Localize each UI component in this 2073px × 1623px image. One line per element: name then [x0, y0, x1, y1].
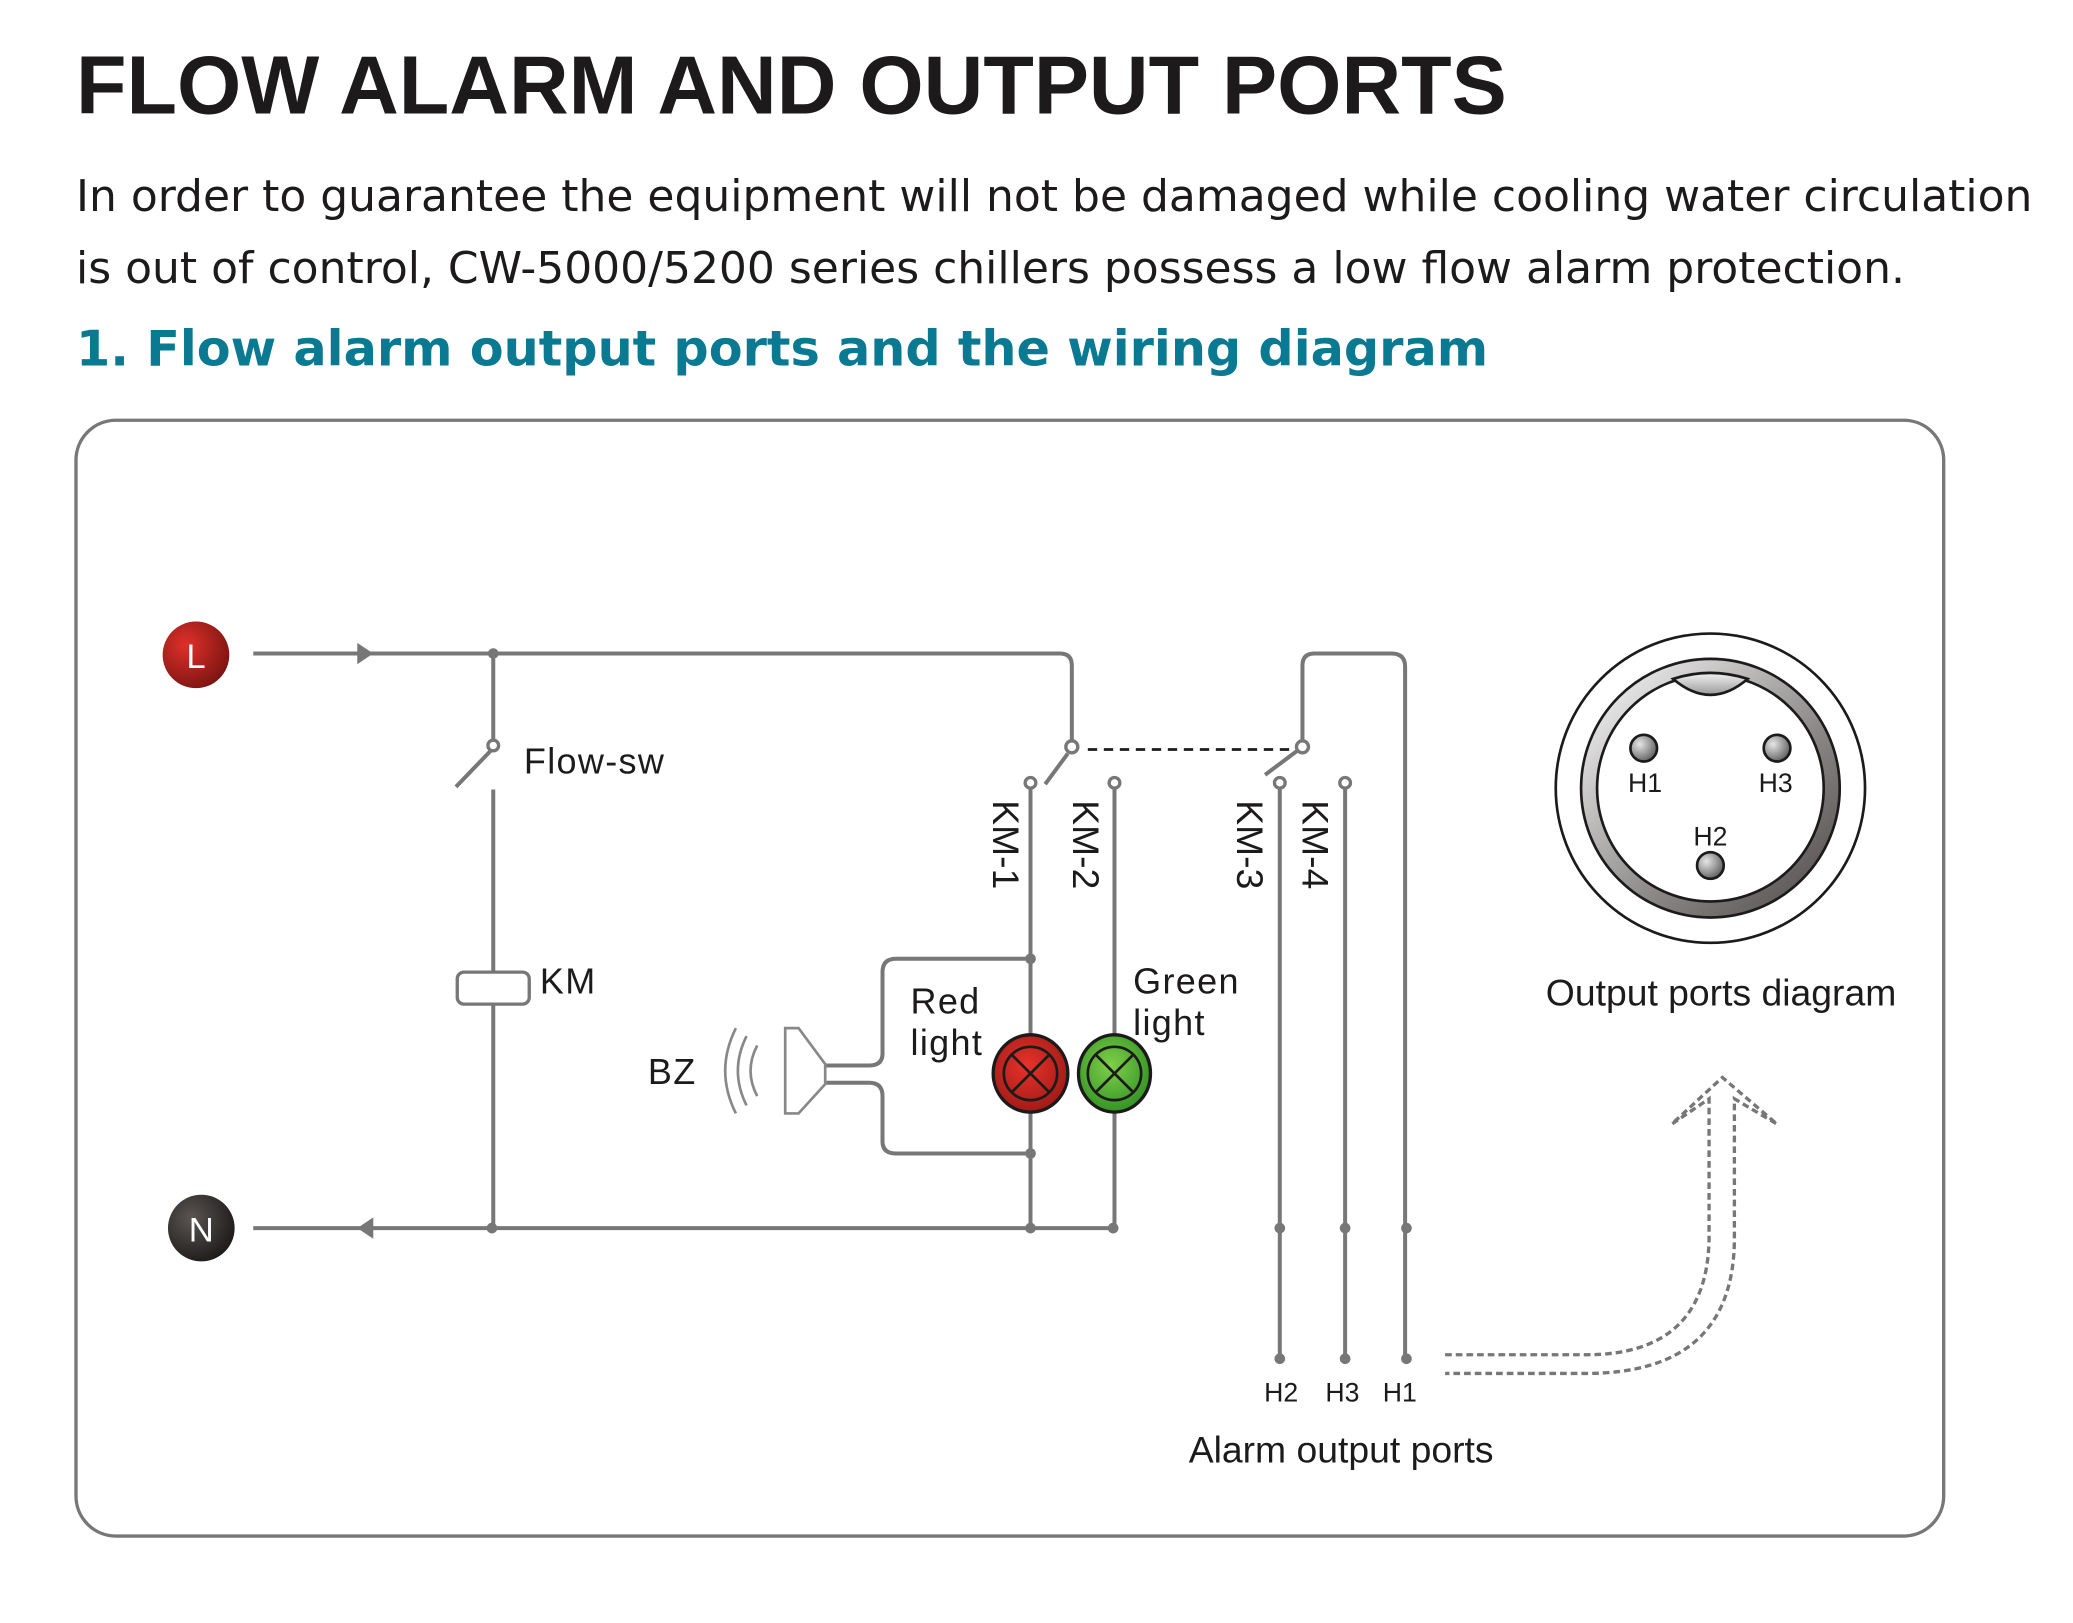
port-node-h1	[1401, 1353, 1412, 1365]
red-light-label-line1: Red	[911, 980, 981, 1021]
buzzer-label: BZ	[648, 1051, 697, 1092]
buzzer-wire-top	[826, 956, 1031, 1068]
green-light-label-line1: Green	[1133, 960, 1240, 1001]
live-wire	[253, 651, 1074, 742]
intro-text-line-1: In order to guarantee the equipment will…	[76, 171, 2032, 222]
alarm-port-label-h3: H3	[1325, 1377, 1359, 1407]
relay-contact-blade-1	[1043, 752, 1070, 786]
green-light-icon	[1076, 1033, 1153, 1114]
contact-label-km3: KM-3	[1229, 800, 1271, 889]
page-title: FLOW ALARM AND OUTPUT PORTS	[76, 39, 1507, 132]
connector-pin-label-h2: H2	[1693, 821, 1727, 851]
relay-contact-blade-2	[1263, 749, 1299, 777]
green-light-label-line2: light	[1133, 1002, 1206, 1043]
neutral-terminal: N	[167, 1194, 235, 1262]
junction-node	[1025, 953, 1036, 965]
relay-contact-km4-terminal	[1338, 775, 1353, 790]
live-terminal: L	[162, 621, 230, 689]
relay-contact-km2-terminal	[1107, 775, 1122, 790]
wiring-diagram: L N Flow-sw KM	[162, 621, 1897, 1471]
junction-node	[1401, 1222, 1412, 1234]
connector-pin-h2	[1695, 850, 1726, 881]
diagram-panel	[74, 418, 1946, 1538]
live-terminal-icon	[162, 621, 230, 689]
neutral-direction-arrow-icon	[357, 1217, 374, 1239]
relay-coil-label: KM	[540, 960, 597, 1001]
flow-switch-blade	[454, 749, 493, 789]
buzzer-icon	[723, 1026, 827, 1115]
intro-text-line-2: is out of control, CW-5000/5200 series c…	[76, 243, 1905, 294]
buzzer-wire-bottom	[826, 1080, 1031, 1156]
flow-switch-label: Flow-sw	[524, 741, 665, 782]
relay-contact-common-2	[1294, 739, 1311, 755]
port-node-h2	[1274, 1353, 1286, 1365]
relay-contact-km1-terminal	[1023, 775, 1038, 790]
connector-pin-label-h3: H3	[1759, 768, 1793, 798]
live-terminal-label: L	[186, 638, 205, 676]
connector-pin-h3	[1762, 733, 1792, 763]
contact-label-km1: KM-1	[985, 800, 1027, 889]
output-ports-caption: Output ports diagram	[1546, 971, 1897, 1013]
section-heading: 1. Flow alarm output ports and the wirin…	[76, 320, 1488, 378]
output-ports-connector-icon	[1554, 632, 1867, 945]
relay-contact-common-1	[1064, 739, 1080, 755]
neutral-terminal-label: N	[189, 1211, 214, 1249]
red-light-icon	[991, 1033, 1070, 1114]
connector-pin-label-h1: H1	[1628, 768, 1662, 798]
port-node-h3	[1339, 1353, 1351, 1365]
junction-node	[1274, 1222, 1286, 1234]
output-common-wire	[1300, 651, 1408, 1359]
alarm-port-label-h1: H1	[1383, 1377, 1417, 1407]
live-direction-arrow-icon	[357, 642, 374, 665]
junction-node	[1025, 1148, 1036, 1159]
connector-pin-h1	[1629, 733, 1659, 763]
alarm-port-label-h2: H2	[1264, 1377, 1298, 1407]
contact-label-km2: KM-2	[1065, 800, 1107, 889]
dashed-curved-arrow-icon	[1445, 1075, 1779, 1376]
relay-contact-km3-terminal	[1272, 775, 1287, 790]
contact-label-km4: KM-4	[1294, 800, 1336, 889]
flow-switch-terminal	[486, 738, 501, 753]
red-light-label-line2: light	[911, 1022, 984, 1063]
junction-node	[1339, 1222, 1351, 1234]
relay-coil-icon	[455, 970, 531, 1006]
neutral-terminal-icon	[167, 1194, 235, 1262]
alarm-ports-caption: Alarm output ports	[1189, 1429, 1494, 1471]
